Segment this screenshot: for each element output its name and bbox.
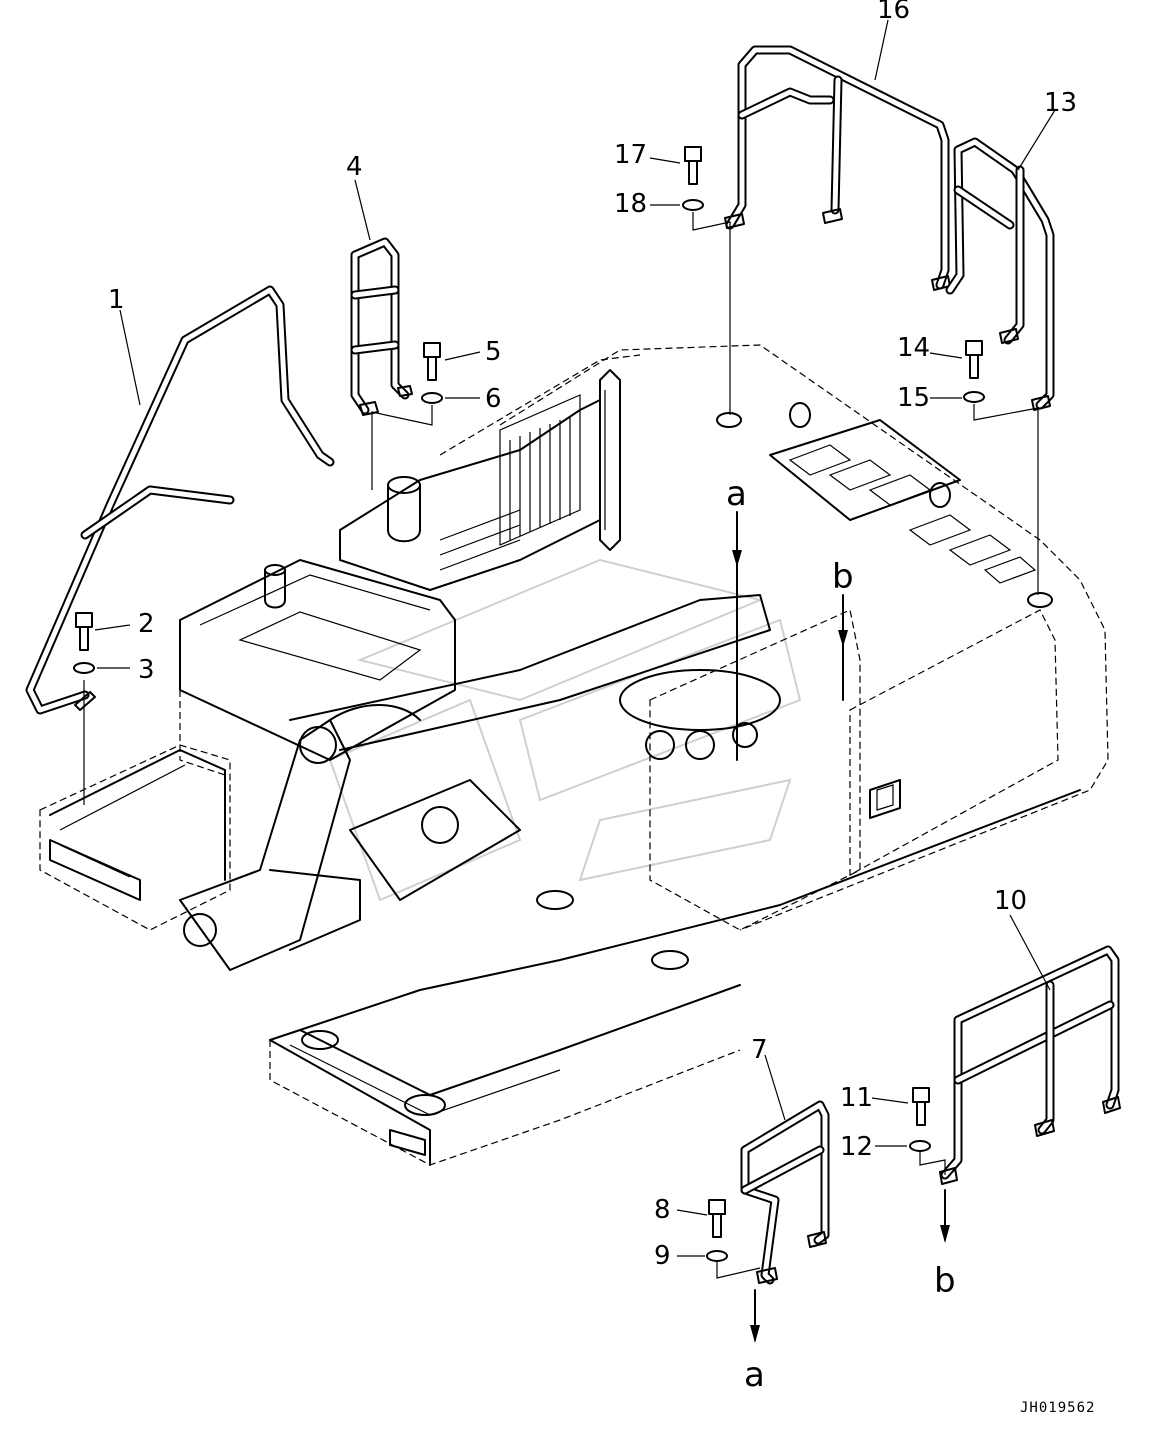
watermark-logo (328, 558, 802, 902)
washer-part-15 (963, 391, 985, 403)
part-label-10: 10 (994, 886, 1027, 916)
reference-arrows (732, 511, 950, 1343)
assembly-lines (83, 19, 1056, 1279)
part-label-3: 3 (138, 655, 155, 685)
handrail-part-10 (939, 945, 1121, 1185)
handrail-part-7 (740, 1100, 830, 1285)
part-label-5: 5 (485, 337, 502, 367)
handrail-part-4 (350, 237, 413, 416)
bolt-part-5 (423, 342, 441, 381)
handrail-part-16 (724, 45, 951, 291)
washer-part-3 (73, 662, 95, 674)
reference-label-a-upper: a (726, 474, 747, 514)
part-label-15: 15 (897, 383, 930, 413)
handrail-part-1 (25, 285, 335, 715)
part-label-13: 13 (1044, 88, 1077, 118)
bolt-part-11 (912, 1087, 930, 1126)
part-label-2: 2 (138, 609, 155, 639)
part-label-14: 14 (897, 333, 930, 363)
part-label-11: 11 (840, 1083, 873, 1113)
part-label-6: 6 (485, 384, 502, 414)
part-label-18: 18 (614, 189, 647, 219)
part-label-16: 16 (877, 0, 910, 25)
washer-part-12 (909, 1140, 931, 1152)
part-label-7: 7 (751, 1035, 768, 1065)
part-label-12: 12 (840, 1132, 873, 1162)
handrail-part-13 (945, 137, 1055, 411)
reference-label-a-lower: a (744, 1355, 765, 1395)
bolt-part-2 (75, 612, 93, 651)
bolt-part-17 (684, 146, 702, 185)
drawing-code: JH019562 (1020, 1400, 1095, 1416)
part-label-9: 9 (654, 1241, 671, 1271)
washer-part-18 (682, 199, 704, 211)
part-label-8: 8 (654, 1195, 671, 1225)
reference-label-b-lower: b (934, 1261, 956, 1301)
part-label-17: 17 (614, 140, 647, 170)
washer-part-6 (421, 392, 443, 404)
part-label-1: 1 (108, 285, 125, 315)
machine-upper-structure (39, 344, 1109, 1166)
reference-label-b-upper: b (832, 557, 854, 597)
part-label-4: 4 (346, 152, 363, 182)
bolt-part-8 (708, 1199, 726, 1238)
bolt-part-14 (965, 340, 983, 379)
washer-part-9 (706, 1250, 728, 1262)
